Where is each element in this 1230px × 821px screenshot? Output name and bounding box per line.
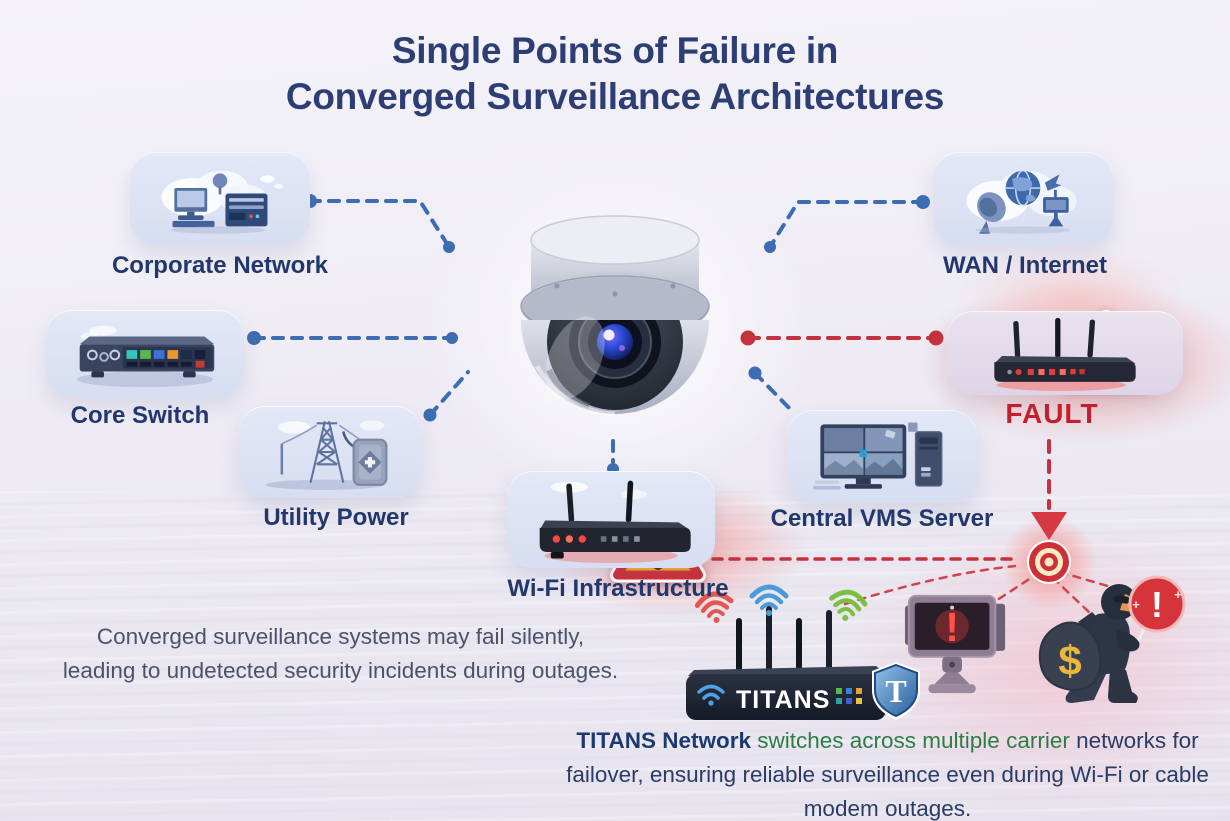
titans-brand-text: TITANS [736,686,830,714]
caption-bold: TITANS Network [576,728,751,753]
pylon [309,421,345,483]
monitor-exclamation: ! [945,604,959,650]
cloud-globe-icon [966,169,1077,234]
cloud-computer-icon [161,170,283,234]
alert-plus-left: + [1132,597,1140,612]
alert-circle-icon: ! + + [1128,575,1186,633]
fault-router-icon [994,318,1136,391]
label-wifi-infrastructure: Wi-Fi Infrastructure [507,575,729,602]
titans-router-icon: TITANS T [686,584,920,720]
vms-monitor-server-icon [812,421,943,490]
silent-failure-paragraph: Converged surveillance systems may fail … [62,624,619,683]
alert-exclamation: ! [1151,584,1163,625]
label-core-switch: Core Switch [70,402,210,429]
wifi-icon [697,684,725,706]
router-antennas [736,606,832,672]
card-wan-internet [933,152,1113,245]
network-switch-icon [76,325,215,387]
caption-green: switches across multiple carrier [750,728,1070,753]
alert-plus-right: + [1174,587,1182,602]
card-core-switch [46,310,244,397]
wifi-router-icon [539,480,691,563]
page-title: Single Points of Failure in Converged Su… [0,28,1230,120]
screen-device [1043,189,1069,226]
card-central-vms [787,410,977,503]
power-pylon-icon [265,420,388,490]
red-arrowhead [1031,512,1067,540]
label-wan-internet: WAN / Internet [942,252,1107,279]
title-line-1: Single Points of Failure in [391,30,839,71]
card-fault [947,311,1183,395]
money-bag-dollar: $ [1058,637,1081,684]
title-line-2: Converged Surveillance Architectures [285,75,945,117]
card-wifi-infrastructure [507,471,715,568]
dome-camera-icon [520,215,710,417]
label-central-vms: Central VMS Server [770,505,994,532]
switch-ports [126,349,206,368]
alert-monitor-icon: ! [904,594,1006,694]
label-utility-power: Utility Power [263,504,409,531]
card-corporate-network [130,152,310,245]
router-leds [552,534,640,543]
label-fault: FAULT [1005,398,1099,429]
label-corporate-network: Corporate Network [111,252,329,279]
card-utility-power [239,406,421,498]
titans-caption: TITANS Network switches across multiple … [535,724,1230,821]
